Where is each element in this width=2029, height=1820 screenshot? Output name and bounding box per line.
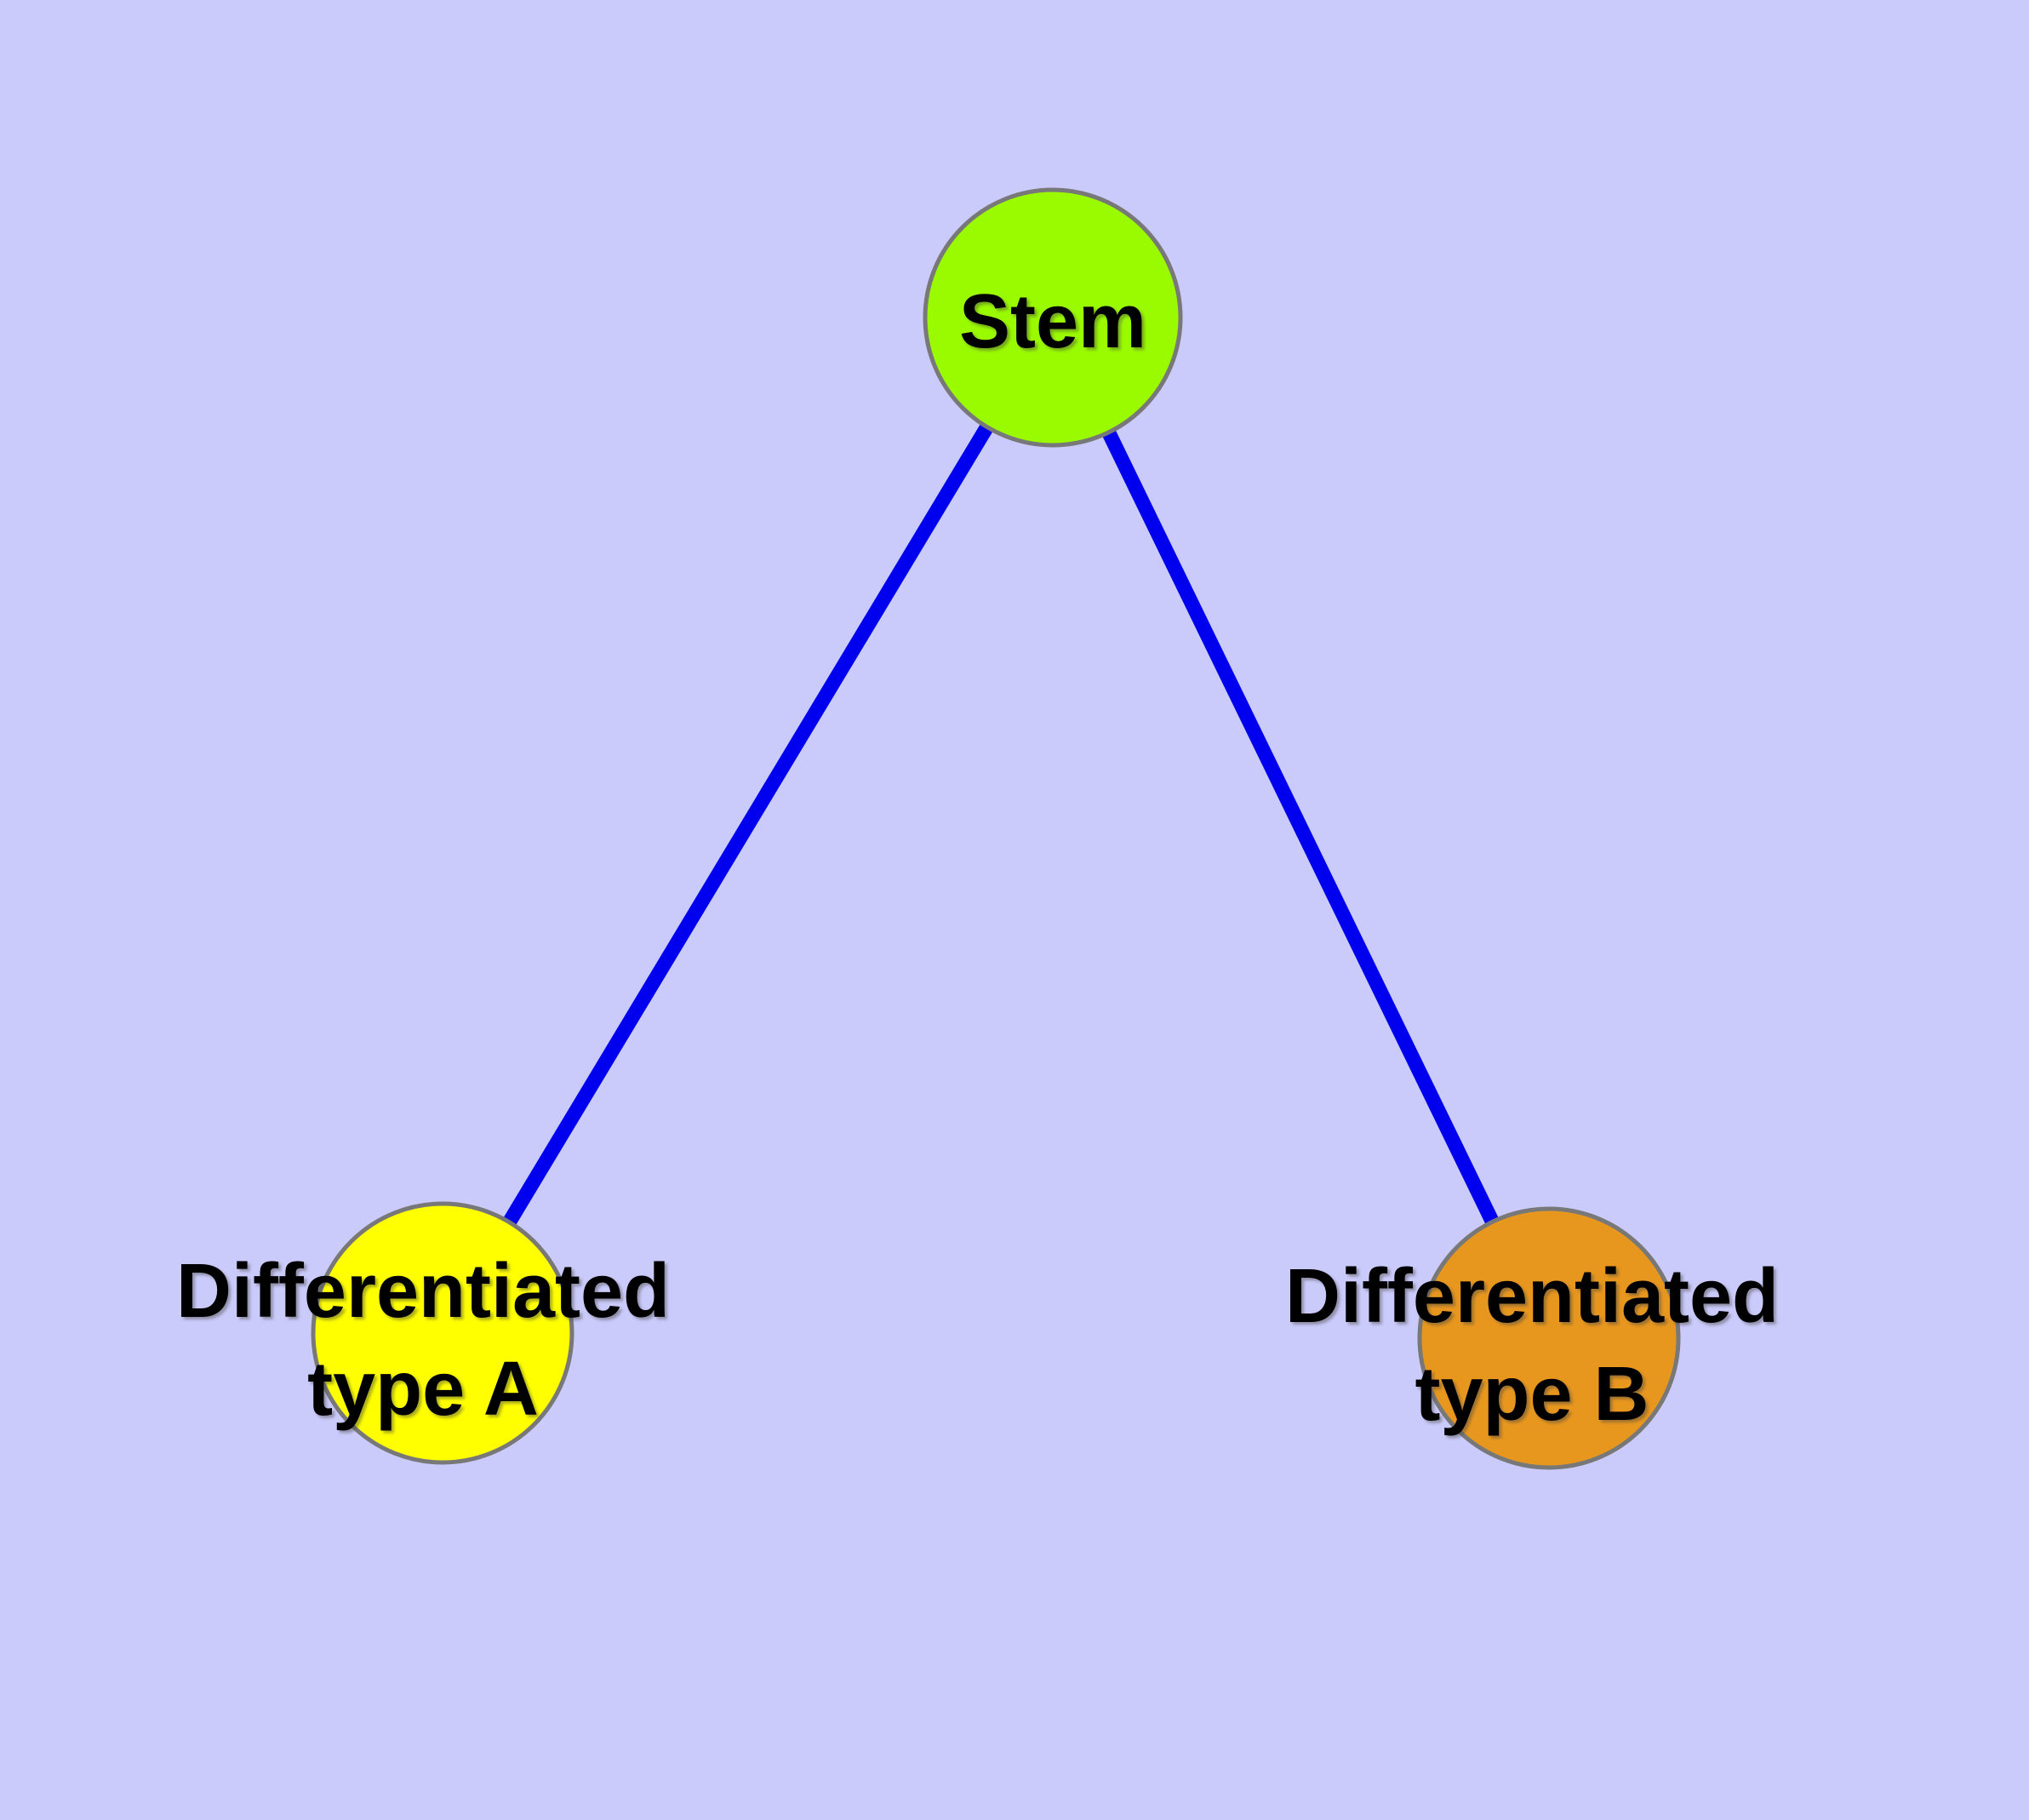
node-label-line: Stem <box>959 279 1146 364</box>
edge-stem-to-differentiated-type-a <box>436 313 1060 1337</box>
node-label-differentiated-type-b: Differentiated type B <box>1285 1254 1779 1437</box>
node-label-differentiated-type-a: Differentiated type A <box>176 1249 670 1432</box>
node-label-line: type A <box>307 1347 539 1432</box>
node-differentiated-type-b <box>1417 1206 1681 1470</box>
node-stem <box>923 187 1183 448</box>
nodes-layer <box>311 187 1681 1470</box>
node-differentiated-type-a <box>311 1201 574 1465</box>
node-label-line: Differentiated <box>1285 1254 1779 1339</box>
edge-stem-to-differentiated-type-b <box>1046 314 1556 1342</box>
edges-layer <box>436 313 1556 1342</box>
node-label-line: Differentiated <box>176 1249 670 1334</box>
node-label-stem: Stem <box>959 279 1146 364</box>
node-label-line: type B <box>1415 1352 1649 1437</box>
